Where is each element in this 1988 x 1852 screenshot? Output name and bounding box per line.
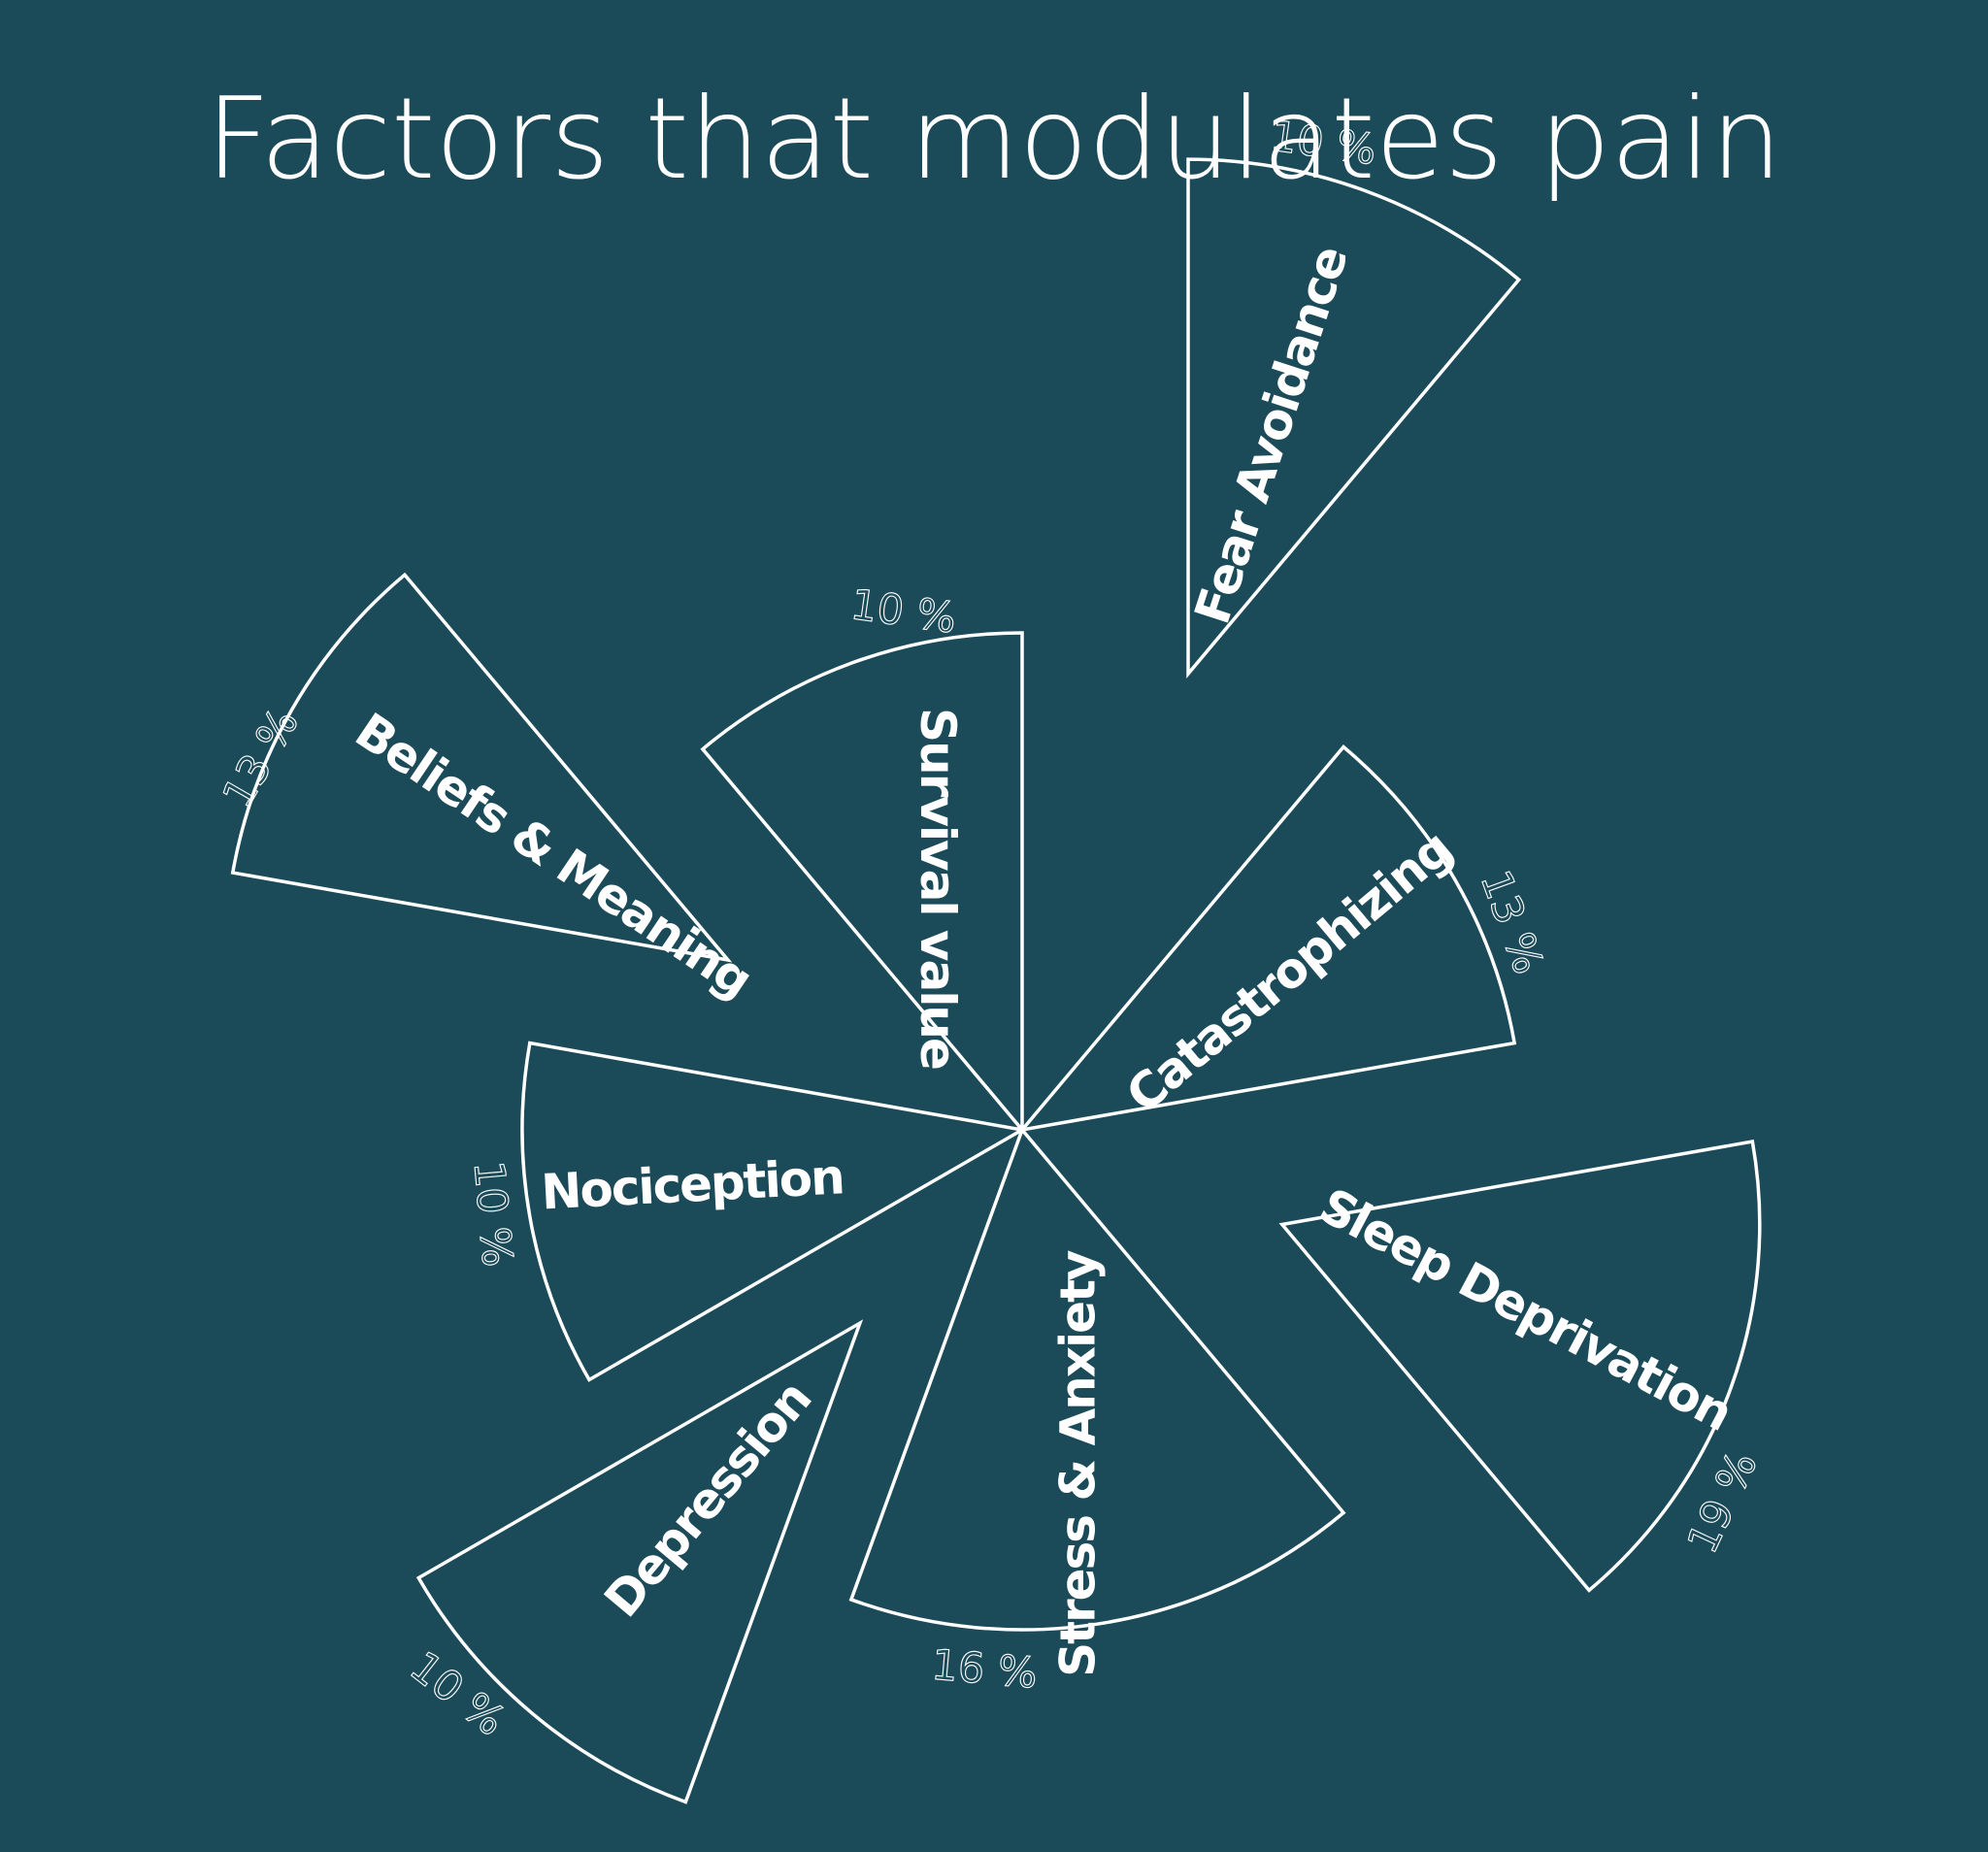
slice-label: Beliefs & Meaning <box>346 703 761 1009</box>
slice-label: Survival value <box>910 708 966 1069</box>
pie-slice <box>520 1041 1028 1382</box>
slice-percent-label: 13 % <box>1471 864 1552 980</box>
pie-slice <box>848 1126 1346 1632</box>
slice-percent-label: 10 % <box>464 1159 521 1269</box>
pie-slice <box>1017 744 1517 1133</box>
slice-percent-label: 13 % <box>214 701 309 817</box>
slice-label: Fear Avoidance <box>1184 241 1359 631</box>
slice-percent-label: 10 % <box>401 1642 514 1746</box>
pie-slices: Survival value 10 % Fear Avoidance 10 % Cata… <box>213 112 1768 1804</box>
slice-percent-label: 19 % <box>1678 1444 1767 1561</box>
slice-label: Catastrophizing <box>1116 820 1463 1123</box>
pie-slice <box>1186 157 1522 678</box>
pie-slice <box>415 1319 864 1804</box>
pie-slice <box>700 631 1024 1135</box>
slice-label: Sleep Deprivation <box>1310 1177 1740 1441</box>
slice-label: Stress & Anxiety <box>1049 1250 1106 1677</box>
slice-label: Nociception <box>540 1148 845 1220</box>
slice-percent-label: 10 % <box>847 580 959 644</box>
pie-slice <box>1278 1140 1762 1593</box>
pie-slice <box>230 572 733 963</box>
chart-title: Factors that modulates pain <box>206 74 1782 205</box>
slice-percent-label: 16 % <box>930 1640 1040 1698</box>
